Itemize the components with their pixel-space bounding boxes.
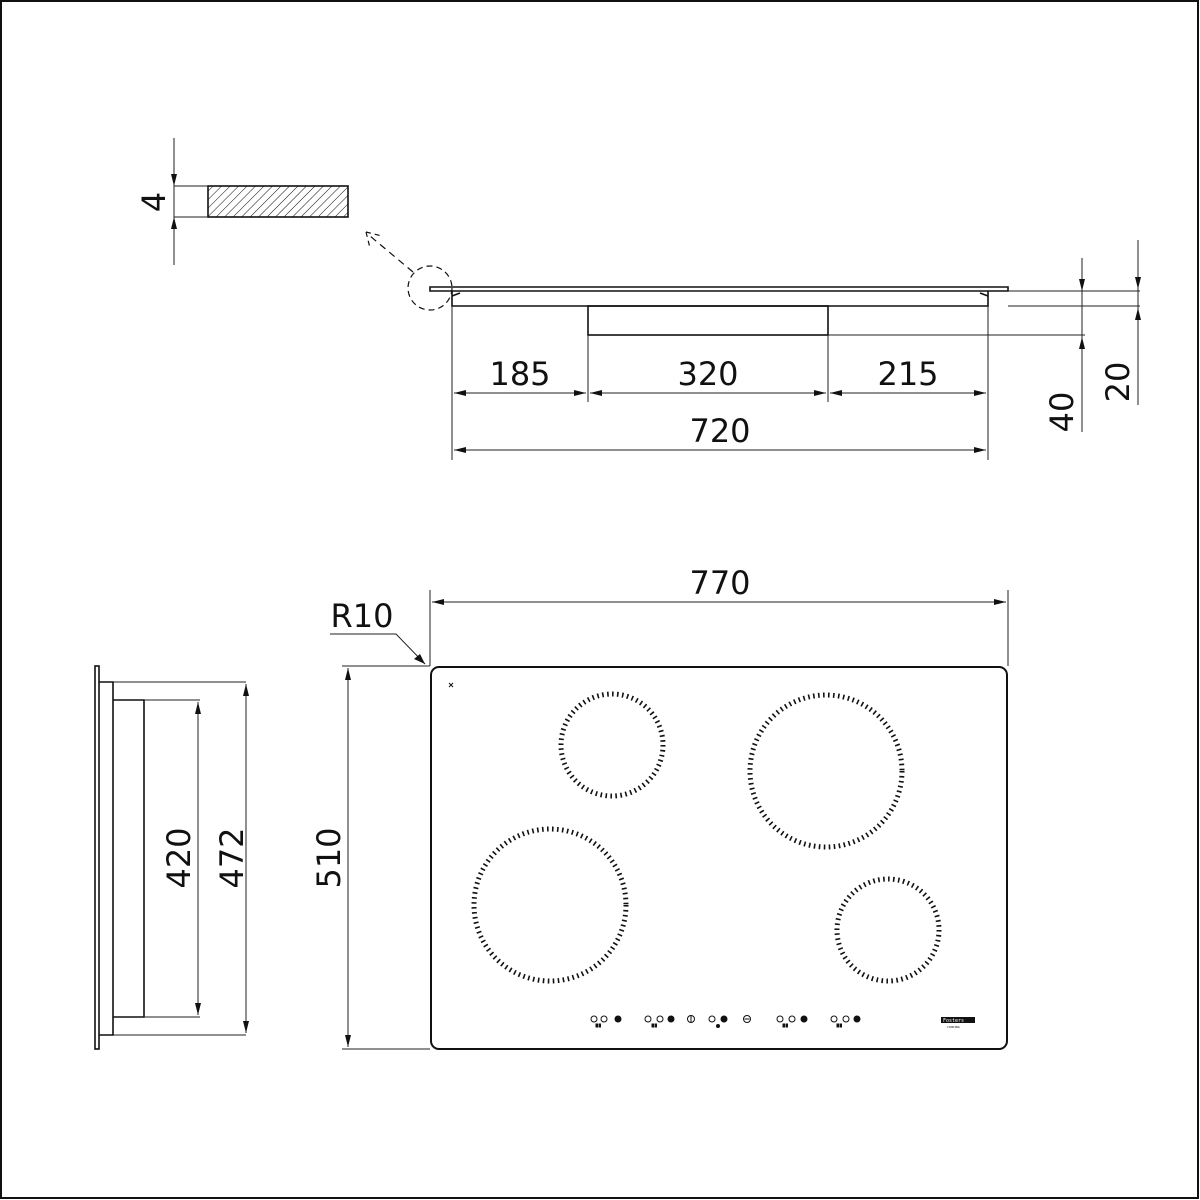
corner-mark-icon (448, 682, 454, 688)
dim-40: 40 (1043, 392, 1081, 433)
detail-callout-circle (407, 265, 453, 311)
power-icon[interactable] (687, 1015, 695, 1023)
dim-510: 510 (310, 827, 348, 888)
burner-rear-right (747, 692, 905, 850)
plan-view: 770 510 R10 (310, 564, 1009, 1050)
brand-name: Fosters (943, 1018, 964, 1024)
section-view: 185 320 215 720 40 20 (429, 240, 1141, 460)
zone-2-controls[interactable] (644, 1015, 675, 1028)
brand-subtitle: COOKING (947, 1025, 960, 1029)
glass-detail: 4 (135, 138, 453, 311)
dim-720: 720 (689, 412, 750, 450)
glass-section-hatch (207, 185, 349, 218)
hob-outline (430, 666, 1008, 1050)
dim-770: 770 (689, 564, 750, 602)
dim-185: 185 (489, 355, 550, 393)
brand-logo: Fosters COOKING (941, 1017, 975, 1029)
burner-front-left (471, 826, 629, 984)
control-panel (590, 1015, 861, 1028)
dim-420: 420 (160, 827, 198, 888)
zone-1-controls[interactable] (590, 1015, 622, 1028)
dim-20: 20 (1099, 362, 1137, 403)
burner-rear-left (558, 691, 666, 799)
lock-icon[interactable] (743, 1015, 751, 1023)
burner-front-right (834, 876, 942, 984)
dim-215: 215 (877, 355, 938, 393)
side-view: 420 472 (94, 665, 251, 1050)
dim-472: 472 (213, 827, 251, 888)
zone-4-controls[interactable] (776, 1015, 808, 1028)
dim-320: 320 (677, 355, 738, 393)
corner-radius-label: R10 (331, 597, 394, 635)
glass-thickness-label: 4 (135, 192, 173, 212)
zone-5-controls[interactable] (830, 1015, 861, 1028)
zone-3-controls[interactable] (708, 1015, 728, 1028)
